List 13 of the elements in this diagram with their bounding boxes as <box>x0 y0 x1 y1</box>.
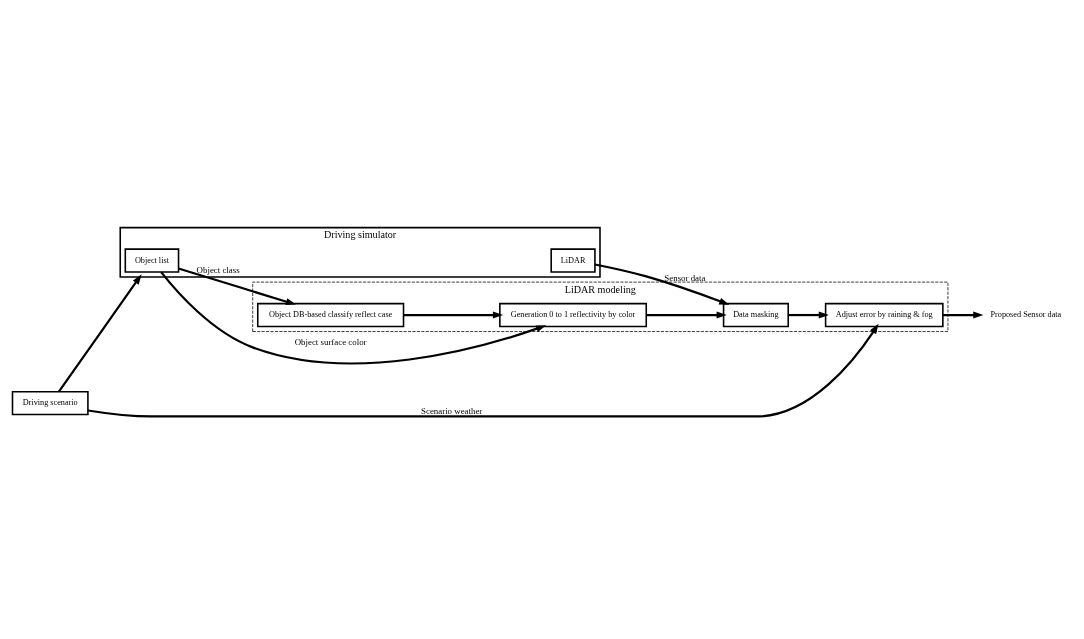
arrow <box>788 311 829 319</box>
arrow <box>646 311 727 319</box>
arrow <box>942 311 984 319</box>
arrow <box>178 267 297 306</box>
edge-label: Object class <box>196 265 240 276</box>
edge-label: Scenario weather <box>421 406 483 417</box>
arrow <box>58 274 142 393</box>
arrow <box>403 311 504 319</box>
edge-label: Object surface color <box>294 336 367 347</box>
edge-label: Sensor data <box>664 272 706 283</box>
arrow <box>594 263 730 305</box>
arrow <box>87 323 879 418</box>
arrow <box>160 271 547 365</box>
